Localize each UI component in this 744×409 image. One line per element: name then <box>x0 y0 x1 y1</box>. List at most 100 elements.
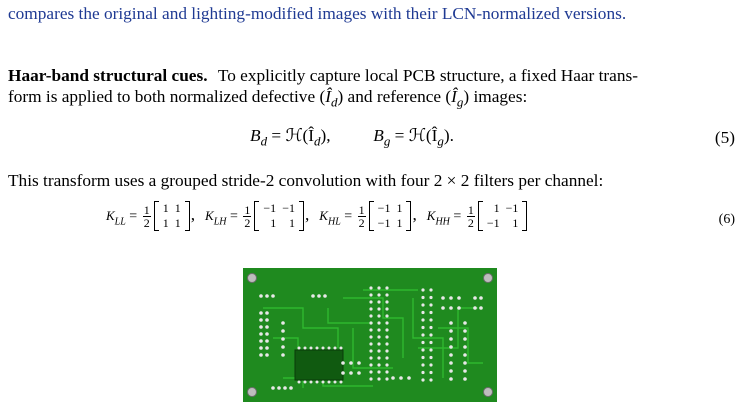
pcb-pad <box>449 337 453 341</box>
pcb-pad <box>429 348 433 352</box>
pcb-pad <box>369 307 373 311</box>
pcb-pad <box>341 371 345 375</box>
pcb-pad <box>421 333 425 337</box>
pcb-pad <box>399 376 403 380</box>
filter-name: K <box>426 207 436 223</box>
pcb-pad <box>449 329 453 333</box>
pcb-image <box>243 268 497 402</box>
pcb-pad <box>259 353 263 357</box>
pcb-pad <box>463 337 467 341</box>
paragraph-text-2c: ) images: <box>463 87 528 106</box>
pcb-pad <box>429 303 433 307</box>
pcb-pad <box>369 377 373 381</box>
pcb-pad <box>265 353 269 357</box>
matrix-cell: −1 <box>486 216 500 230</box>
pcb-pad <box>377 370 381 374</box>
pcb-pad <box>449 361 453 365</box>
fraction-numerator: 1 <box>466 202 475 217</box>
matrix-cell: 1 <box>270 216 277 230</box>
pcb-pad <box>259 346 263 350</box>
pcb-pad <box>289 386 293 390</box>
pcb-pad <box>369 314 373 318</box>
pcb-pad <box>349 371 353 375</box>
paragraph-text-2a: form is applied to both normalized defec… <box>8 87 326 106</box>
pcb-pad <box>369 356 373 360</box>
eq5-rhs1: = ℋ(Î <box>271 126 315 145</box>
pcb-pad <box>449 353 453 357</box>
pcb-pad <box>385 349 389 353</box>
pcb-pad <box>265 311 269 315</box>
pcb-pad <box>259 294 263 298</box>
pcb-pad <box>271 294 275 298</box>
eq5-sub2: g <box>383 133 391 149</box>
intro-line: compares the original and lighting-modif… <box>8 4 627 23</box>
pcb-pad <box>457 306 461 310</box>
filter-name: K <box>106 207 115 223</box>
pcb-pad <box>377 356 381 360</box>
pcb-pad <box>311 294 315 298</box>
pcb-pad <box>377 328 381 332</box>
pcb-pad <box>357 371 361 375</box>
matrix-cell: 1 <box>162 216 169 230</box>
equation-6-number: (6) <box>718 212 735 227</box>
pcb-pad <box>377 300 381 304</box>
math-ig: Îg <box>451 87 464 110</box>
pcb-pad <box>281 329 285 333</box>
pcb-pad <box>321 346 325 350</box>
pcb-pad <box>339 380 343 384</box>
pcb-pad <box>369 342 373 346</box>
matrix-cell: 1 <box>174 201 181 215</box>
equation-5-number: (5) <box>714 128 735 147</box>
pcb-pad <box>407 376 411 380</box>
fraction-numerator: 1 <box>243 202 252 217</box>
pcb-pad <box>259 332 263 336</box>
pcb-pad <box>385 286 389 290</box>
paragraph-text-1: To explicitly capture local PCB structur… <box>217 66 638 85</box>
pcb-pad <box>449 306 453 310</box>
fraction-denominator: 2 <box>358 215 365 230</box>
pcb-pad <box>385 300 389 304</box>
pcb-pad <box>421 325 425 330</box>
matrix-cell: 1 <box>288 216 295 230</box>
matrix-cell: −1 <box>377 216 391 230</box>
pcb-pad <box>265 346 269 350</box>
pcb-pad <box>315 346 319 350</box>
pcb-pad <box>369 293 373 297</box>
pcb-pad <box>339 346 343 350</box>
pcb-pad <box>421 295 425 300</box>
pcb-pad <box>323 294 327 298</box>
pcb-pad <box>377 293 381 297</box>
fraction-denominator: 2 <box>143 215 150 230</box>
transform-sentence: This transform uses a grouped stride-2 c… <box>8 171 604 190</box>
pcb-pad <box>463 369 467 373</box>
pcb-pad <box>333 346 337 350</box>
pcb-pad <box>377 314 381 318</box>
pcb-pad <box>429 310 433 315</box>
pcb-pad <box>385 321 389 325</box>
equation-5: Bd = ℋ(Îd), Bg = ℋ(Îg). <box>250 126 454 149</box>
pcb-pad <box>391 376 395 380</box>
filter-name: K <box>319 207 328 223</box>
fraction-denominator: 2 <box>244 215 251 230</box>
pcb-pad <box>317 294 321 298</box>
pcb-pad <box>281 337 285 341</box>
pcb-pad <box>341 361 345 365</box>
pcb-pad <box>429 333 433 337</box>
pcb-pads <box>259 286 483 390</box>
filter-subscript: HH <box>435 216 450 228</box>
matrix-cell: 1 <box>512 216 519 230</box>
pcb-pad <box>369 363 373 367</box>
pcb-pad <box>369 335 373 339</box>
pcb-pad <box>377 363 381 367</box>
pcb-pad <box>421 318 425 322</box>
pcb-pad <box>421 370 425 375</box>
pcb-pad <box>429 363 433 367</box>
pcb-pad <box>309 346 313 350</box>
pcb-pad <box>321 380 325 384</box>
matrix-cell: 1 <box>396 216 403 230</box>
